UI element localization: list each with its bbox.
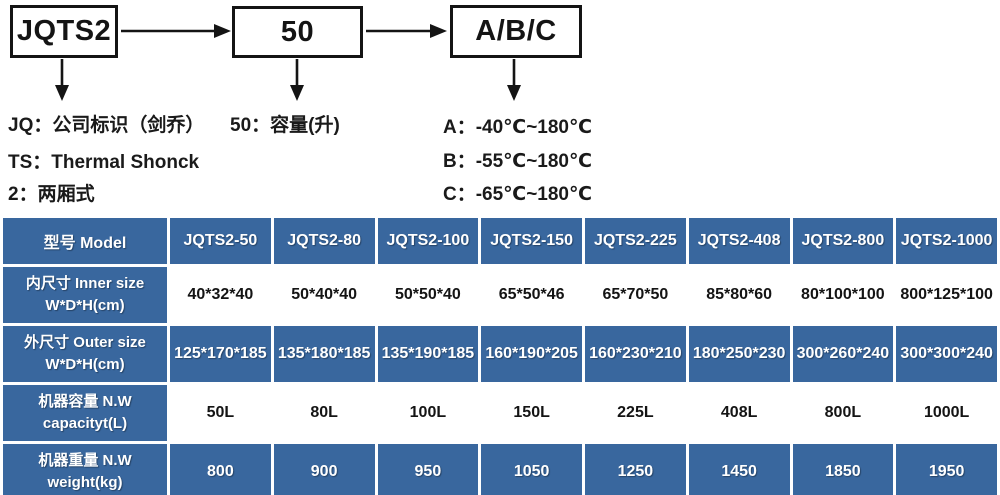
cell: 1850 xyxy=(792,444,894,495)
model-naming-diagram: JQTS2 50 A/B/C JQ：公司标识（剑乔） 50：容量(升) TS：T… xyxy=(0,0,1000,215)
row-label-zh: 机器重量 N.W xyxy=(38,452,132,470)
cell: 1000L xyxy=(896,385,997,441)
model-prefix-box: JQTS2 xyxy=(10,5,118,58)
legend-temp-a: A：-40℃~180℃ xyxy=(443,117,592,138)
row-label: 机器重量 N.W weight(kg) xyxy=(3,444,167,495)
legend-temp-b: B：-55℃~180℃ xyxy=(443,151,592,172)
arrow-right-icon xyxy=(366,24,447,38)
cell: 1450 xyxy=(688,444,790,495)
cell: 800L xyxy=(792,385,894,441)
column-header: JQTS2-80 xyxy=(273,218,375,264)
cell: 1050 xyxy=(481,444,582,495)
table-row-capacity: 机器容量 N.W capacityt(L) 50L 80L 100L 150L … xyxy=(3,385,997,441)
cell: 135*190*185 xyxy=(377,326,479,382)
legend-jq: JQ：公司标识（剑乔） xyxy=(8,115,205,136)
cell: 65*50*46 xyxy=(481,267,582,323)
cell: 300*300*240 xyxy=(896,326,997,382)
column-header: JQTS2-225 xyxy=(585,218,686,264)
column-header: JQTS2-100 xyxy=(377,218,479,264)
row-label-en: capacityt(L) xyxy=(42,415,128,432)
row-label: 机器容量 N.W capacityt(L) xyxy=(3,385,167,441)
legend-temp-c: C：-65℃~180℃ xyxy=(443,184,592,205)
cell: 135*180*185 xyxy=(273,326,375,382)
cell: 800 xyxy=(170,444,271,495)
cell: 150L xyxy=(481,385,582,441)
column-header: JQTS2-150 xyxy=(481,218,582,264)
table-header-row: 型号 Model JQTS2-50 JQTS2-80 JQTS2-100 JQT… xyxy=(3,218,997,264)
cell: 1950 xyxy=(896,444,997,495)
column-header: JQTS2-1000 xyxy=(896,218,997,264)
arrow-right-icon xyxy=(121,24,231,38)
table-row-weight: 机器重量 N.W weight(kg) 800 900 950 1050 125… xyxy=(3,444,997,495)
cell: 225L xyxy=(585,385,686,441)
table-row-inner-size: 内尺寸 Inner size W*D*H(cm) 40*32*40 50*40*… xyxy=(3,267,997,323)
spec-table: 型号 Model JQTS2-50 JQTS2-80 JQTS2-100 JQT… xyxy=(0,215,1000,495)
column-header: JQTS2-800 xyxy=(792,218,894,264)
table-row-outer-size: 外尺寸 Outer size W*D*H(cm) 125*170*185 135… xyxy=(3,326,997,382)
cell: 80*100*100 xyxy=(792,267,894,323)
row-label-zh: 外尺寸 Outer size xyxy=(24,334,146,352)
row-label: 外尺寸 Outer size W*D*H(cm) xyxy=(3,326,167,382)
legend-two-box: 2：两厢式 xyxy=(8,184,95,205)
row-label-zh: 内尺寸 Inner size xyxy=(25,275,145,293)
cell: 1250 xyxy=(585,444,686,495)
cell: 40*32*40 xyxy=(170,267,271,323)
cell: 100L xyxy=(377,385,479,441)
cell: 50*50*40 xyxy=(377,267,479,323)
cell: 950 xyxy=(377,444,479,495)
column-header: JQTS2-50 xyxy=(170,218,271,264)
row-label-en: weight(kg) xyxy=(47,474,123,491)
legend-ts: TS：Thermal Shonck xyxy=(8,152,200,173)
row-label-en: W*D*H(cm) xyxy=(45,356,125,373)
cell: 800*125*100 xyxy=(896,267,997,323)
cell: 125*170*185 xyxy=(170,326,271,382)
cell: 180*250*230 xyxy=(688,326,790,382)
column-header: JQTS2-408 xyxy=(688,218,790,264)
column-header-model: 型号 Model xyxy=(3,218,167,264)
cell: 408L xyxy=(688,385,790,441)
capacity-box: 50 xyxy=(232,6,363,58)
row-label-zh: 机器容量 N.W xyxy=(38,393,132,411)
cell: 80L xyxy=(273,385,375,441)
cell: 50*40*40 xyxy=(273,267,375,323)
row-label: 内尺寸 Inner size W*D*H(cm) xyxy=(3,267,167,323)
arrow-down-icon xyxy=(507,59,521,101)
cell: 160*190*205 xyxy=(481,326,582,382)
cell: 300*260*240 xyxy=(792,326,894,382)
temp-grade-box: A/B/C xyxy=(450,5,582,58)
legend-capacity: 50：容量(升) xyxy=(230,115,340,136)
cell: 85*80*60 xyxy=(688,267,790,323)
arrow-down-icon xyxy=(290,59,304,101)
cell: 900 xyxy=(273,444,375,495)
cell: 160*230*210 xyxy=(585,326,686,382)
cell: 65*70*50 xyxy=(585,267,686,323)
arrow-down-icon xyxy=(55,59,69,101)
cell: 50L xyxy=(170,385,271,441)
row-label-en: W*D*H(cm) xyxy=(45,297,125,314)
